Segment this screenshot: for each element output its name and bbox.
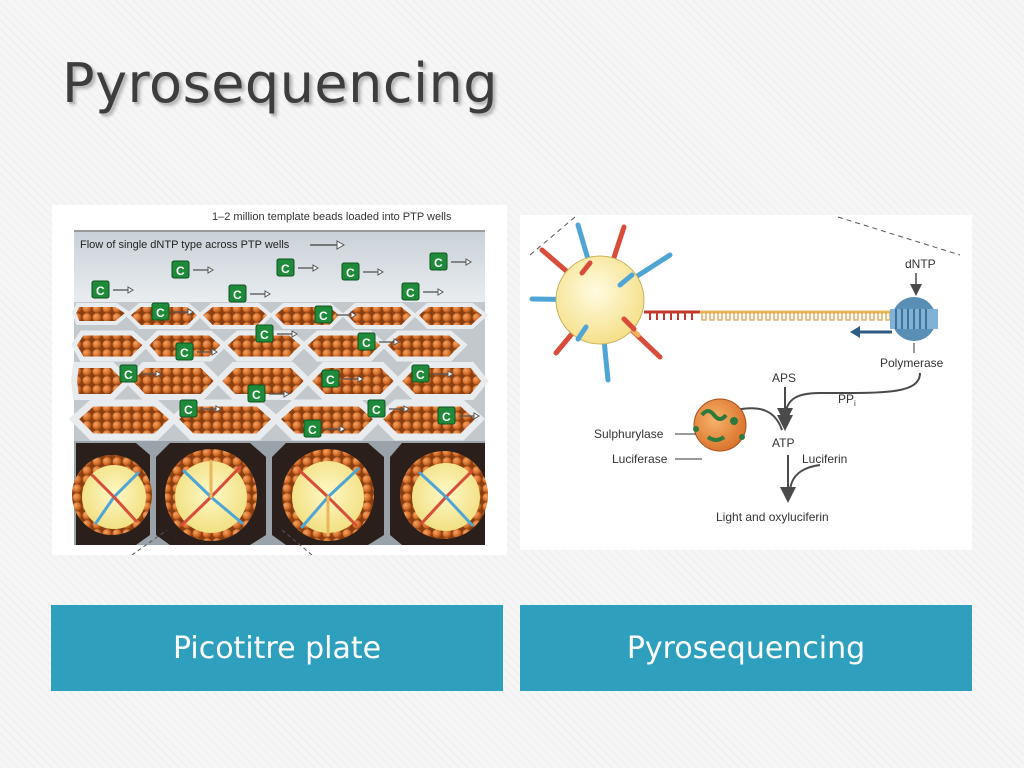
caption-picotitre-plate: Picotitre plate: [51, 605, 503, 691]
nucleotide-c-icons: C C C C C: [91, 252, 480, 438]
svg-text:C: C: [308, 423, 317, 437]
caption-pyrosequencing: Pyrosequencing: [520, 605, 972, 691]
enzyme-complex-icon: [693, 398, 747, 452]
nucleotide-c-icon: C: [276, 258, 319, 277]
svg-text:C: C: [252, 388, 261, 402]
nucleotide-c-icon: C: [321, 369, 364, 388]
svg-text:C: C: [260, 328, 269, 342]
polymerase-label: Polymerase: [880, 356, 944, 370]
aps-label: APS: [772, 371, 796, 385]
svg-text:C: C: [326, 373, 335, 387]
dntp-label: dNTP: [905, 257, 936, 271]
slide-title: Pyrosequencing: [62, 52, 499, 115]
nucleotide-c-icon: C: [175, 342, 218, 361]
svg-text:C: C: [184, 403, 193, 417]
svg-text:C: C: [233, 288, 242, 302]
svg-text:C: C: [176, 264, 185, 278]
polymerase-icon: [850, 297, 938, 341]
nucleotide-c-icon: C: [411, 364, 454, 383]
svg-text:C: C: [362, 336, 371, 350]
nucleotide-c-icon: C: [171, 260, 214, 279]
pyrosequencing-reaction-figure: dNTP Polymerase PPi APS ATP Sulphurylase…: [520, 215, 972, 550]
luciferin-label: Luciferin: [802, 452, 847, 466]
svg-text:C: C: [124, 368, 133, 382]
flow-arrow-icon: [310, 240, 346, 250]
ppi-arrow-icon: [777, 372, 921, 424]
nucleotide-c-icon: C: [401, 282, 444, 301]
svg-text:C: C: [416, 368, 425, 382]
nucleotide-c-icon: C: [341, 262, 384, 281]
nucleotide-c-icon: C: [303, 419, 346, 438]
atp-label: ATP: [772, 436, 794, 450]
sulphurylase-label: Sulphurylase: [594, 427, 664, 441]
svg-text:C: C: [346, 266, 355, 280]
svg-text:C: C: [180, 346, 189, 360]
dna-strand: [644, 310, 908, 321]
pyrosequencing-reaction-diagram: dNTP Polymerase PPi APS ATP Sulphurylase…: [529, 216, 961, 524]
template-bead: [529, 222, 673, 383]
nucleotide-c-icon: C: [357, 332, 400, 351]
picotitre-plate-figure: 1–2 million template beads loaded into P…: [52, 205, 507, 556]
svg-text:C: C: [96, 284, 105, 298]
nucleotide-c-icon: C: [247, 384, 290, 403]
nucleotide-c-icon: C: [429, 252, 472, 271]
nucleotide-c-icon: C: [119, 364, 162, 383]
flow-label: Flow of single dNTP type across PTP well…: [80, 239, 290, 251]
luciferase-label: Luciferase: [612, 452, 668, 466]
nucleotide-c-icon: C: [367, 399, 410, 418]
ppi-label: PPi: [838, 392, 856, 408]
picotitre-plate-illustration: 1–2 million template beads loaded into P…: [68, 211, 489, 556]
svg-text:C: C: [281, 262, 290, 276]
nucleotide-c-icon: C: [314, 305, 357, 324]
svg-text:C: C: [406, 286, 415, 300]
nucleotide-c-icon: C: [151, 302, 194, 321]
nucleotide-c-icon: C: [228, 284, 271, 303]
header-label: 1–2 million template beads loaded into P…: [212, 211, 452, 223]
nucleotide-c-icon: C: [91, 280, 134, 299]
nucleotide-c-icon: C: [179, 399, 222, 418]
svg-text:C: C: [372, 403, 381, 417]
svg-text:C: C: [434, 256, 443, 270]
svg-text:C: C: [156, 306, 165, 320]
svg-text:C: C: [319, 309, 328, 323]
nucleotide-c-icon: C: [255, 324, 298, 343]
nucleotide-c-icon: C: [437, 406, 480, 425]
light-oxyluciferin-label: Light and oxyluciferin: [716, 510, 829, 524]
svg-text:C: C: [442, 410, 451, 424]
cutaway-wells: [72, 441, 488, 545]
